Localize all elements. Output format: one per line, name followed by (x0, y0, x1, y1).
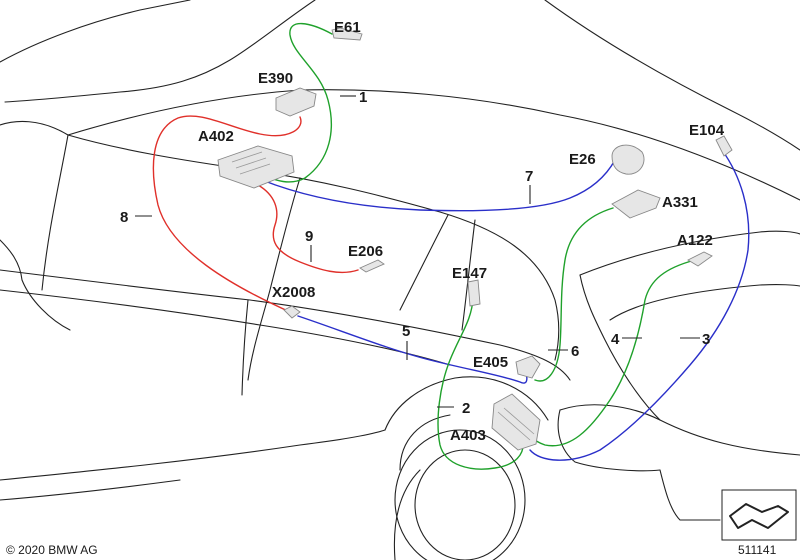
component-labels: E61 E390 A402 E26 E104 A331 A122 E206 E1… (198, 19, 725, 444)
component-a403 (491, 393, 541, 451)
cable-labels: 1 2 3 4 5 6 7 8 9 (120, 89, 710, 417)
component-e390 (275, 87, 317, 117)
cable-label-1: 1 (359, 89, 367, 106)
cable-3 (529, 149, 750, 461)
cable-5 (297, 315, 528, 384)
component-a331 (611, 189, 661, 219)
component-e147 (467, 279, 481, 307)
copyright-text: © 2020 BMW AG (6, 543, 98, 557)
cable-2 (437, 297, 524, 470)
leader-lines (135, 95, 700, 408)
cable-label-4: 4 (611, 331, 620, 348)
label-e26: E26 (569, 151, 596, 168)
cable-6 (534, 207, 614, 382)
cable-label-7: 7 (525, 168, 533, 185)
diagram-number: 511141 (738, 543, 777, 557)
cable-7 (261, 159, 616, 212)
component-x2008 (283, 305, 301, 319)
label-e104: E104 (689, 122, 725, 139)
cable-label-5: 5 (402, 323, 410, 340)
label-a122: A122 (677, 232, 713, 249)
cable-label-2: 2 (462, 400, 470, 417)
component-e405 (515, 355, 541, 379)
component-e104 (715, 135, 733, 157)
component-e61 (331, 27, 363, 41)
wires (152, 22, 750, 470)
cable-label-9: 9 (305, 228, 313, 245)
component-a402 (217, 145, 295, 189)
label-x2008: X2008 (272, 284, 315, 301)
component-e26 (611, 144, 645, 175)
component-e206 (359, 259, 385, 273)
label-e147: E147 (452, 265, 487, 282)
cable-label-8: 8 (120, 209, 128, 226)
cable-8 (152, 115, 302, 313)
label-e206: E206 (348, 243, 383, 260)
components (217, 27, 733, 451)
component-a122 (687, 251, 713, 267)
label-e390: E390 (258, 70, 293, 87)
label-a403: A403 (450, 427, 486, 444)
label-e61: E61 (334, 19, 361, 36)
label-e405: E405 (473, 354, 508, 371)
cable-4 (521, 259, 696, 447)
label-a402: A402 (198, 128, 234, 145)
cable-label-3: 3 (702, 331, 710, 348)
cable-label-6: 6 (571, 343, 579, 360)
view-orientation-icon (721, 489, 797, 541)
label-a331: A331 (662, 194, 698, 211)
cable-1 (264, 22, 333, 183)
cable-9 (257, 184, 359, 274)
